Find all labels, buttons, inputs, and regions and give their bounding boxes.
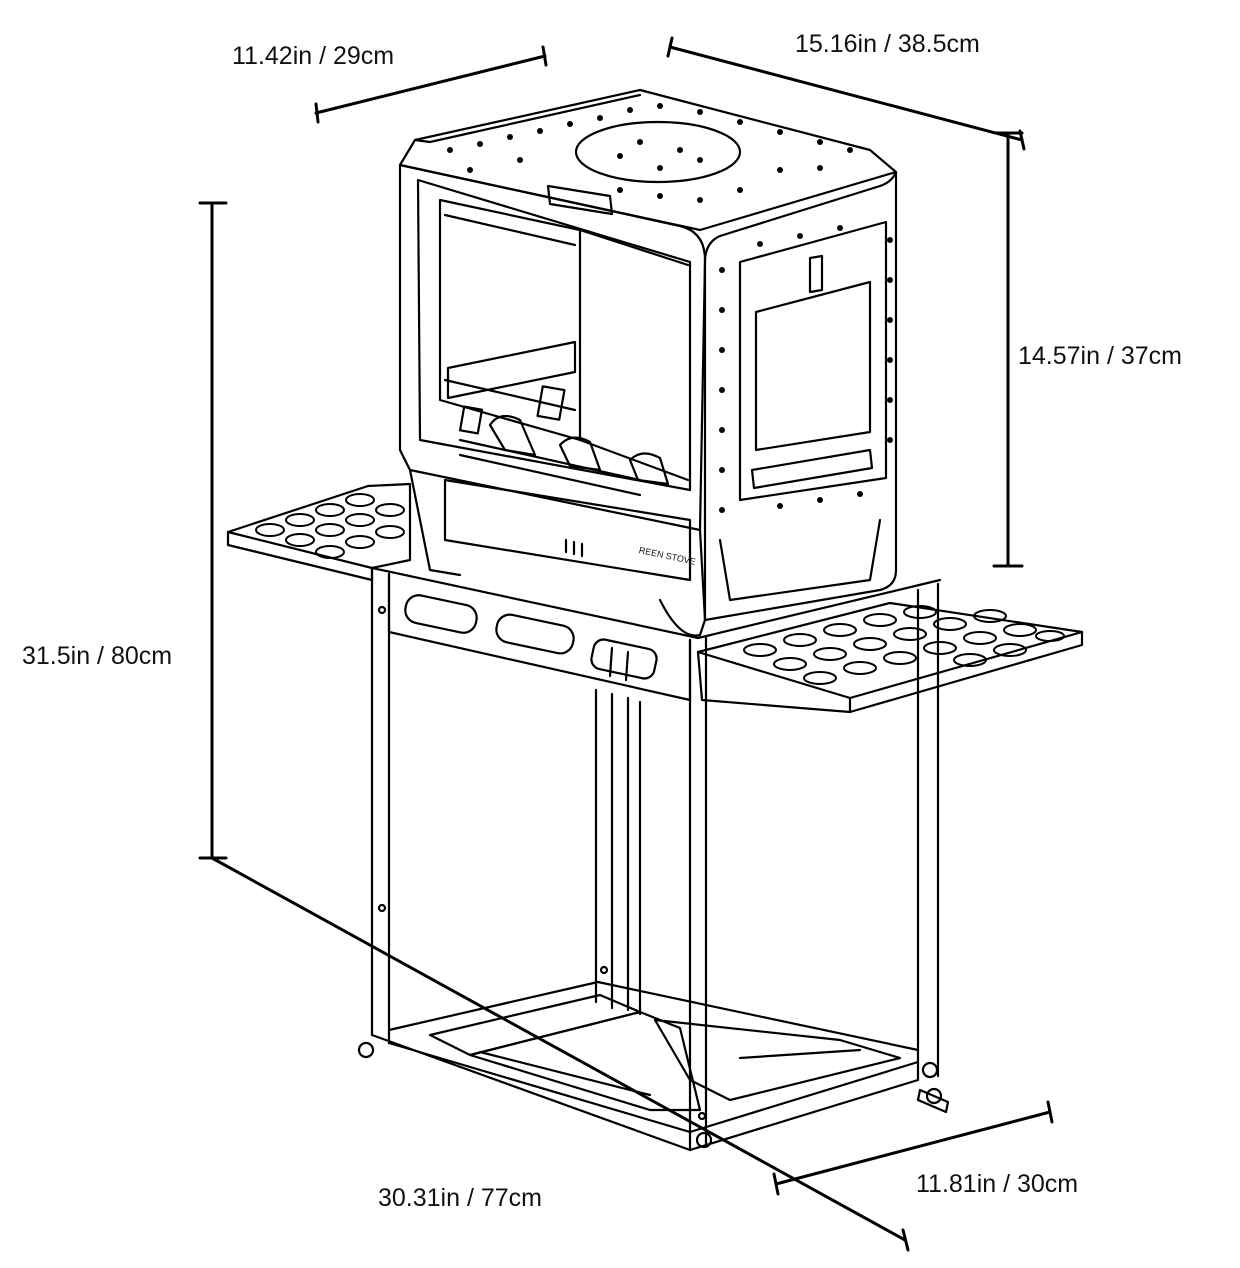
- stove-depth-label: 11.42in / 29cm: [232, 42, 395, 70]
- stove-width-label: 15.16in / 38.5cm: [795, 30, 980, 58]
- right-shelf: [696, 601, 1084, 714]
- total-height-label: 31.5in / 80cm: [22, 642, 173, 670]
- dimension-lines: [198, 36, 1054, 1252]
- stand-depth-label: 11.81in / 30cm: [916, 1170, 1079, 1198]
- total-width-label: 30.31in / 77cm: [378, 1184, 542, 1212]
- stove-body: [398, 88, 898, 637]
- stove-height-label: 14.57in / 37cm: [1018, 342, 1182, 370]
- stand-frame: [357, 566, 950, 1152]
- left-shelf: [226, 482, 412, 582]
